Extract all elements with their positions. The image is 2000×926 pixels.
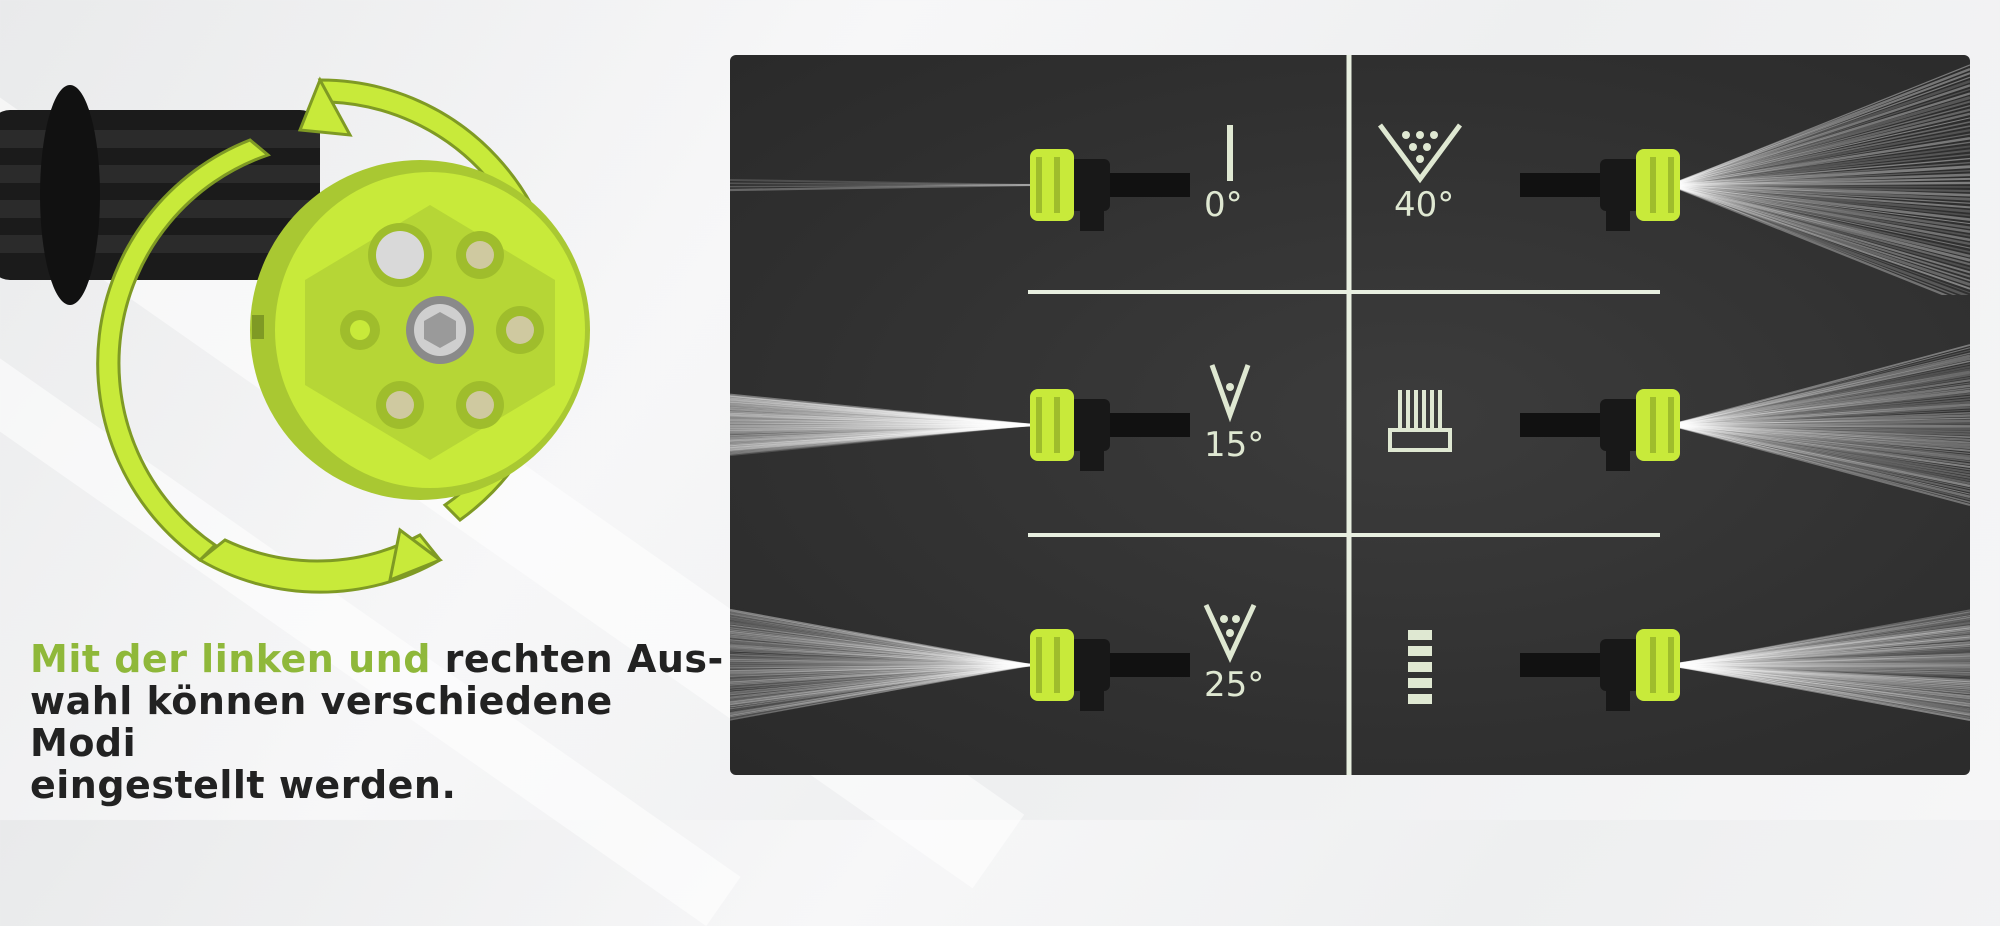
straight-jet-icon [1227,125,1233,181]
spray-mode-brush [1350,295,1970,535]
spray-mode-graphic [730,295,1350,535]
narrow-fan-icon [1212,365,1248,415]
nozzle-head [1030,629,1190,711]
nozzle-head [1030,149,1190,231]
caption-line-3: eingestellt werden. [30,764,730,806]
spray-mode-0: 0° [730,55,1350,295]
angle-label: 0° [1204,185,1243,225]
shower-nozzle-icon [376,231,424,279]
spray-mode-shower [1350,535,1970,775]
angle-label: 40° [1394,185,1454,225]
caption-highlight: Mit der linken und [30,637,431,681]
angle-label: 15° [1204,425,1264,465]
nozzle-disc [250,160,590,500]
caption-text: Mit der linken und rechten Aus- wahl kön… [30,638,730,806]
spray-mode-graphic [730,535,1350,775]
nozzle-head [1520,149,1680,231]
nozzle-head [1030,389,1190,471]
spray-jet [730,180,1030,190]
spray-mode-graphic [1350,535,1970,775]
nozzle-head [1520,629,1680,711]
medium-fan-icon [1206,605,1254,657]
spray-mode-graphic [1350,55,1970,295]
spray-mode-25: 25° [730,535,1350,775]
spray-mode-15: 15° [730,295,1350,535]
spray-mode-graphic [730,55,1350,295]
caption-rest: rechten Aus- [431,637,724,681]
spray-modes-panel: 0° 15° 25° 40° [730,55,1970,775]
wide-fan-icon [1380,125,1460,179]
spray-mode-40: 40° [1350,55,1970,295]
spray-jet [730,610,1030,720]
spray-mode-graphic [1350,295,1970,535]
spray-jet [1670,345,1970,505]
shower-bars-icon [1408,630,1432,704]
caption-line-2: wahl können verschiedene Modi [30,680,730,764]
spray-jet [1670,610,1970,720]
spray-jet [730,395,1030,455]
spray-jet [1670,65,1970,295]
brush-icon [1390,390,1450,450]
nozzle-head [1520,389,1680,471]
angle-label: 25° [1204,665,1264,705]
nozzle-selector-illustration [0,40,700,600]
caption-line-1: Mit der linken und rechten Aus- [30,638,730,680]
